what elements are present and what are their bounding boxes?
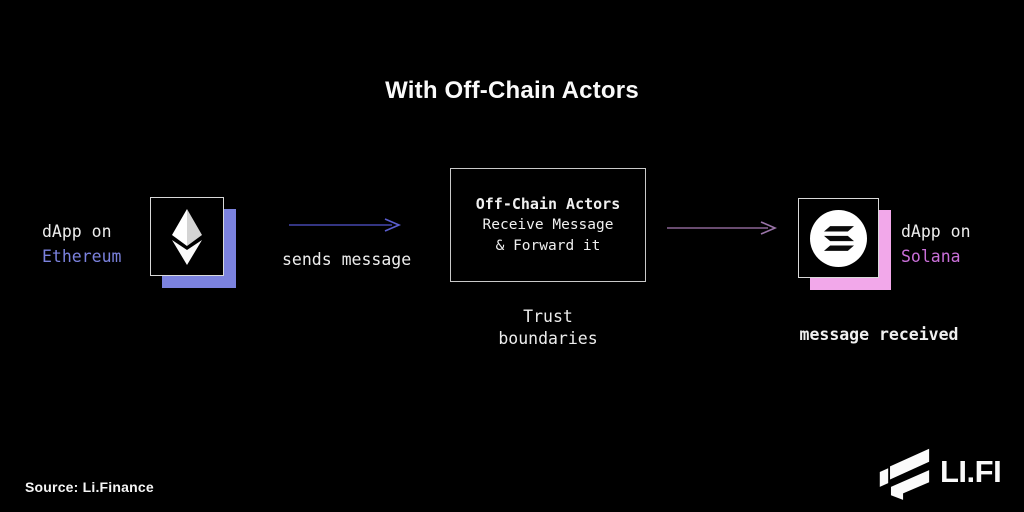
source-credit: Source: Li.Finance [25,479,154,495]
ethereum-dapp-label: dApp on Ethereum [42,219,121,269]
ethereum-node [150,197,236,288]
solana-dapp-label-line2: Solana [901,247,961,266]
off-chain-actors-box-title: Off-Chain Actors [475,194,621,213]
off-chain-actors-box: Off-Chain Actors Receive Message & Forwa… [450,168,646,282]
ethereum-dapp-label-line1: dApp on [42,222,112,241]
trust-boundaries-line2: boundaries [498,329,598,348]
sends-message-arrow [289,218,402,232]
off-chain-actors-box-line3: & Forward it [495,237,601,254]
solana-icon-circle [810,209,867,267]
lifi-logo: LI.FI [877,442,1002,502]
solana-dapp-label-line1: dApp on [901,222,971,241]
lifi-logo-text: LI.FI [940,454,1002,489]
solana-dapp-label: dApp on Solana [901,219,971,269]
ethereum-node-box [150,197,224,276]
solana-node-box [798,198,879,278]
message-received-label: message received [799,325,959,344]
lifi-logo-icon [879,448,930,500]
solana-node [798,198,891,290]
trust-boundaries-label: Trust boundaries [450,306,646,350]
trust-boundaries-line1: Trust [523,307,573,326]
ethereum-icon [172,208,202,265]
solana-icon [823,225,854,251]
ethereum-dapp-label-line2: Ethereum [42,247,122,266]
forward-message-arrow [667,221,778,235]
sends-message-label: sends message [282,250,412,269]
diagram-title: With Off-Chain Actors [385,77,639,104]
off-chain-actors-box-line2: Receive Message [482,216,614,233]
